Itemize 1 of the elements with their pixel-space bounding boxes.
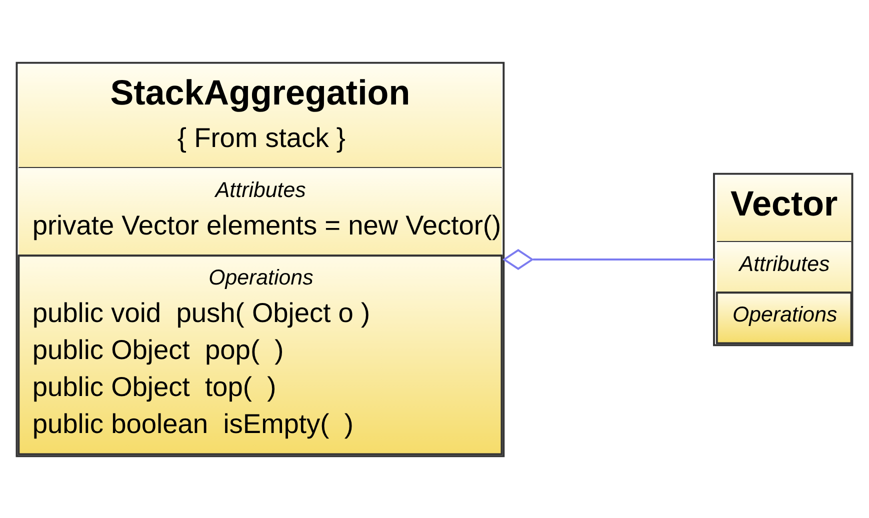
connector <box>502 248 714 270</box>
